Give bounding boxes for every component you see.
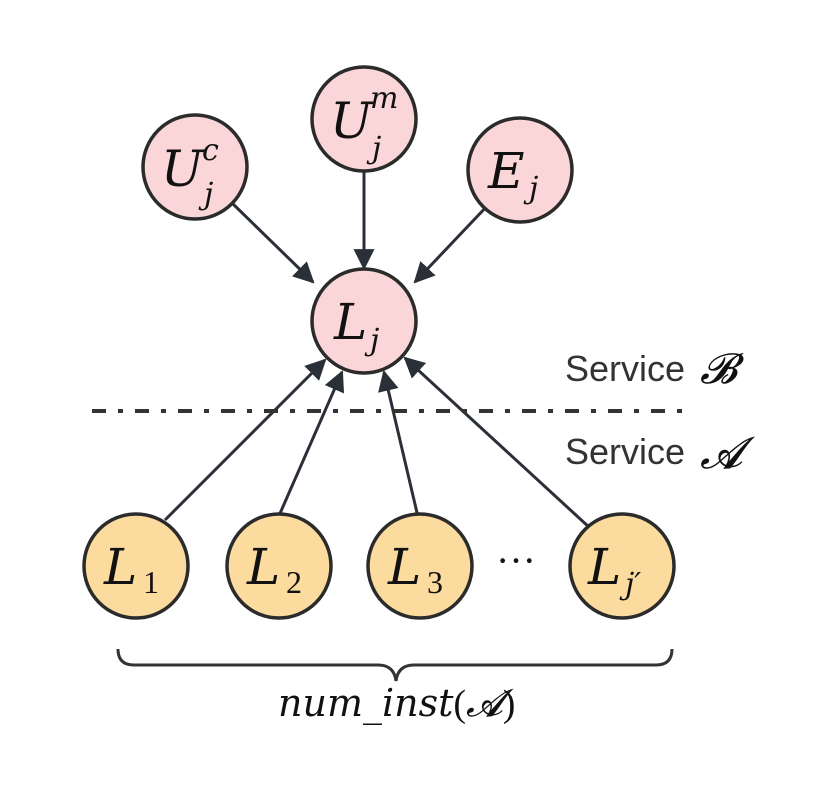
node-e: E j — [466, 116, 574, 224]
edge-l3-to-lj — [378, 369, 420, 518]
node-l2-base: L — [246, 538, 280, 596]
node-l2-sub: 2 — [286, 564, 302, 600]
service-a-symbol: 𝓐 — [700, 428, 756, 479]
brace-label: num_inst(𝓐) — [278, 681, 515, 726]
edge-e-to-lj — [413, 202, 491, 284]
service-a-word: Service — [565, 431, 685, 472]
curly-brace — [116, 648, 674, 682]
node-l1-sub: 1 — [143, 564, 159, 600]
node-um: U m j — [310, 65, 418, 173]
brace-label-close: ) — [503, 683, 516, 725]
brace-label-open: ( — [453, 683, 466, 725]
node-uc: U c j — [141, 113, 249, 221]
edge-l2-to-lj — [276, 370, 345, 519]
node-um-sup: m — [370, 81, 398, 116]
service-b-label: Service 𝓑 — [565, 344, 745, 393]
node-l3: L 3 — [366, 512, 474, 620]
service-b-word: Service — [565, 348, 685, 389]
node-uc-sup: c — [202, 133, 219, 168]
ellipsis: ··· — [496, 538, 536, 583]
edge-uc-to-lj — [231, 202, 315, 284]
edge-l1-to-lj — [163, 358, 327, 522]
node-e-base: E — [487, 142, 525, 200]
node-l2: L 2 — [225, 512, 333, 620]
node-lj: L j — [310, 267, 418, 375]
brace-label-func: num_inst — [278, 681, 454, 726]
edge-lp-to-lj — [403, 356, 592, 530]
node-l1-base: L — [103, 538, 137, 596]
node-lj-base: L — [333, 293, 367, 351]
node-lp-base: L — [587, 538, 621, 596]
node-l3-base: L — [387, 538, 421, 596]
node-uc-base: U — [161, 140, 205, 198]
node-lp: L j′ — [568, 512, 676, 620]
service-b-symbol: 𝓑 — [700, 344, 745, 393]
node-l1: L 1 — [82, 512, 190, 620]
node-um-base: U — [330, 92, 374, 150]
service-a-label: Service 𝓐 — [565, 428, 756, 479]
node-lp-sub: j′ — [619, 567, 641, 602]
node-l3-sub: 3 — [427, 564, 443, 600]
